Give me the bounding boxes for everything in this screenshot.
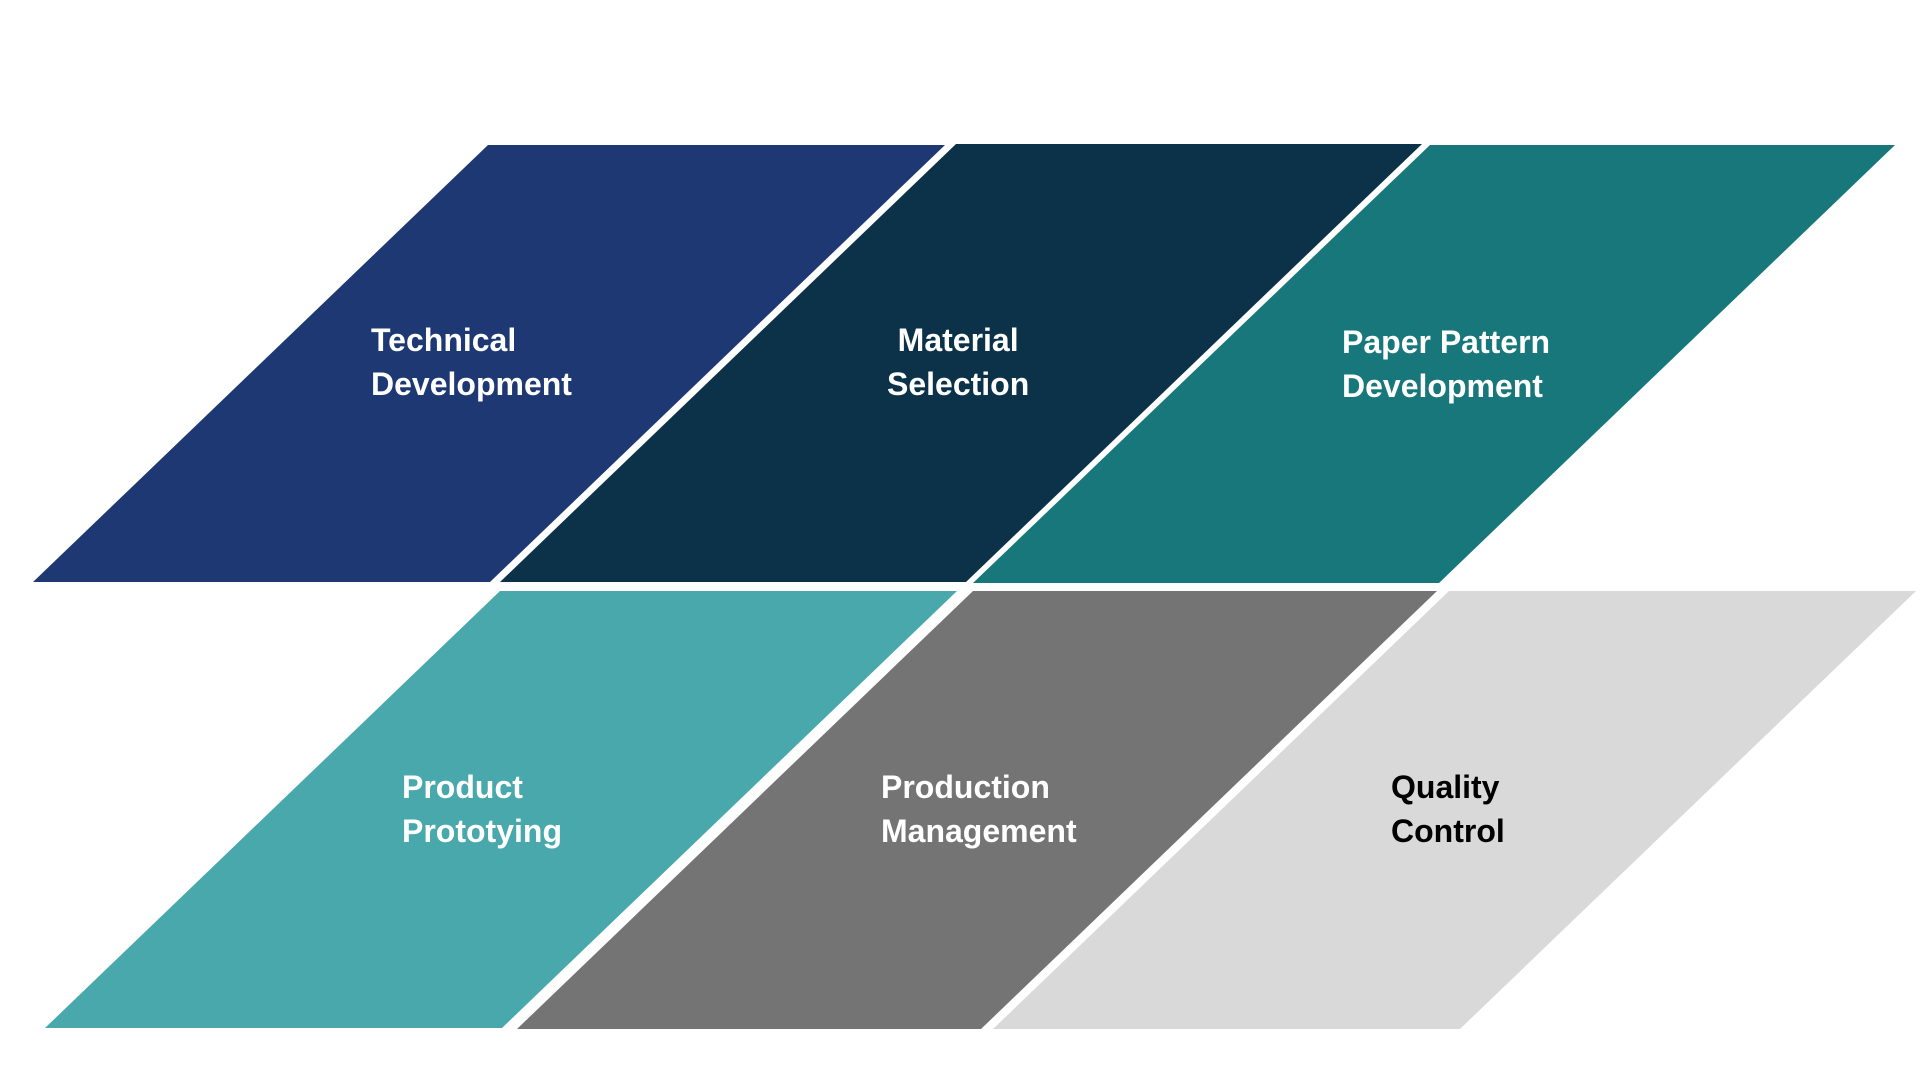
- technical-development-shape: [33, 145, 945, 582]
- technical-development-label-line2: Development: [371, 366, 572, 402]
- material-selection-shape: [500, 144, 1422, 582]
- technical-development-label-line1: Technical: [371, 322, 517, 358]
- material-selection-label-line1: Material: [897, 322, 1019, 358]
- quality-control-label-line2: Control: [1391, 813, 1505, 849]
- technical-development-label: Technical Development: [371, 318, 572, 406]
- production-management-label-line2: Management: [881, 813, 1077, 849]
- paper-pattern-development-label: Paper Pattern Development: [1342, 320, 1550, 408]
- product-prototyping-shape: [45, 591, 957, 1028]
- product-prototyping-label-line2: Prototying: [402, 813, 562, 849]
- paper-pattern-development-shape: [973, 145, 1895, 583]
- material-selection-label-line2: Selection: [887, 366, 1030, 402]
- quality-control-label: Quality Control: [1391, 765, 1505, 853]
- product-prototyping-label: Product Prototying: [402, 765, 562, 853]
- paper-pattern-development-label-line1: Paper Pattern: [1342, 324, 1551, 360]
- paper-pattern-development-label-line2: Development: [1342, 368, 1543, 404]
- product-prototyping-label-line1: Product: [402, 769, 523, 805]
- production-management-label: Production Management: [881, 765, 1077, 853]
- quality-control-label-line1: Quality: [1391, 769, 1500, 805]
- material-selection-label: Material Selection: [887, 318, 1029, 406]
- production-management-shape: [517, 591, 1437, 1029]
- quality-control-shape: [993, 591, 1916, 1029]
- production-management-label-line1: Production: [881, 769, 1050, 805]
